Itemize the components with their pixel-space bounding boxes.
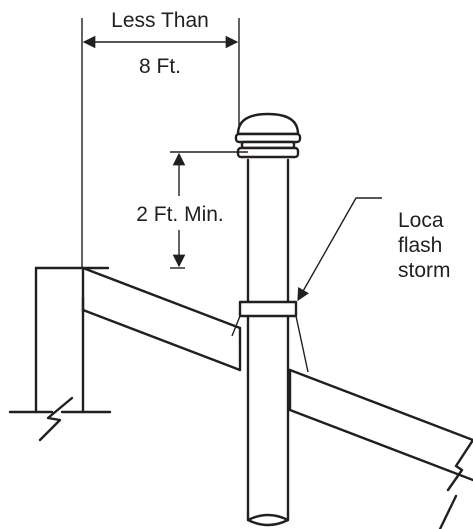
right-break-tail: [438, 494, 458, 529]
eight-ft-label: 8 Ft.: [139, 55, 181, 78]
right-break-symbol: [446, 438, 473, 492]
left-roof-underside: [81, 308, 242, 372]
right-roof-top-surface: [288, 368, 473, 442]
note-line-1: Loca: [398, 209, 444, 232]
vent-cap: [234, 112, 302, 159]
note-line-2: flash: [398, 234, 442, 257]
vertical-dimension: 2 Ft. Min.: [136, 151, 248, 269]
note-line-3: storm: [398, 259, 451, 282]
cap-dome: [236, 112, 300, 136]
flashing-right: [295, 315, 309, 373]
left-break-symbol: [38, 396, 74, 442]
less-than-label: Less Than: [111, 9, 209, 32]
callout-note: Loca flash storm: [398, 209, 451, 282]
pipe-bottom-cut: [246, 513, 290, 527]
storm-collar: [238, 300, 298, 318]
right-roof-underside: [288, 408, 473, 482]
left-roof-top-surface: [81, 266, 242, 330]
right-roof-structure: [288, 368, 473, 529]
vent-pipe: [231, 158, 309, 527]
two-ft-min-label: 2 Ft. Min.: [136, 203, 224, 226]
flashing-left: [231, 315, 241, 337]
leader-arrow: [297, 197, 382, 302]
storm-collar-leader: [297, 197, 382, 302]
left-roof-structure: [8, 266, 242, 442]
horizontal-dimension: Less Than 8 Ft.: [81, 9, 240, 268]
